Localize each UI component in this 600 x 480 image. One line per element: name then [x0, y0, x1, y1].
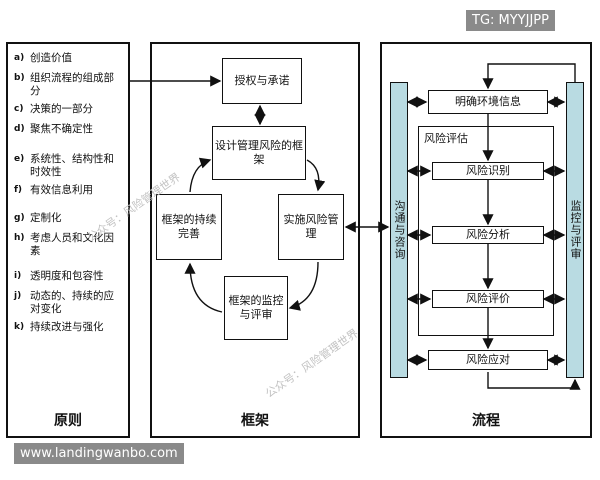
principle-text: 有效信息利用 — [30, 184, 93, 196]
risk-treatment-box: 风险应对 — [428, 350, 548, 370]
principle-text: 持续改进与强化 — [30, 321, 104, 333]
principle-text: 透明度和包容性 — [30, 270, 104, 282]
principle-key: k) — [14, 322, 25, 332]
implement-risk-management-box: 实施风险管理 — [278, 194, 344, 260]
principle-item: c) 决策的一部分 — [14, 103, 126, 116]
mandate-commitment-box: 授权与承诺 — [222, 58, 302, 104]
monitoring-review-label: 监控与评审 — [569, 200, 582, 260]
principle-key: a) — [14, 53, 25, 63]
process-title: 流程 — [472, 413, 500, 429]
monitor-review-framework-box: 框架的监控与评审 — [224, 276, 288, 340]
principle-key: i) — [14, 271, 22, 281]
monitoring-review-bar: 监控与评审 — [566, 82, 584, 378]
principle-item: e) 系统性、结构性和时效性 — [14, 153, 126, 179]
implement-to-monitor-arrow — [288, 261, 319, 311]
bottom-loop-line — [487, 372, 581, 390]
principle-text: 系统性、结构性和时效性 — [30, 153, 114, 178]
principle-text: 组织流程的组成部分 — [30, 72, 114, 97]
principle-key: c) — [14, 104, 24, 114]
design-to-implement-arrow — [306, 159, 326, 192]
design-framework-box: 设计管理风险的框架 — [212, 126, 306, 180]
principle-item: b) 组织流程的组成部分 — [14, 72, 126, 98]
framework-title: 框架 — [241, 413, 269, 429]
principle-key: g) — [14, 213, 25, 223]
principles-title: 原则 — [54, 413, 82, 429]
improve-to-design-arrow — [189, 157, 212, 193]
principle-key: e) — [14, 154, 25, 164]
principle-key: d) — [14, 124, 25, 134]
principle-text: 定制化 — [30, 212, 62, 224]
principle-item: j) 动态的、持续的应对变化 — [14, 290, 126, 316]
principle-item: f) 有效信息利用 — [14, 184, 126, 197]
principle-item: g) 定制化 — [14, 212, 126, 225]
principle-item: i) 透明度和包容性 — [14, 270, 126, 283]
principle-text: 考虑人员和文化因素 — [30, 232, 114, 257]
continual-improvement-box: 框架的持续完善 — [156, 194, 222, 260]
principle-item: k) 持续改进与强化 — [14, 321, 126, 334]
principle-item: h) 考虑人员和文化因素 — [14, 232, 126, 258]
monitor-to-improve-arrow — [184, 262, 223, 313]
principle-text: 创造价值 — [30, 52, 72, 64]
site-overlay-label: www.landingwanbo.com — [14, 443, 184, 464]
top-loop-line — [482, 63, 576, 90]
communication-consultation-label: 沟通与咨询 — [393, 200, 406, 260]
tg-overlay-label: TG: MYYJJPP — [466, 10, 555, 31]
principle-key: f) — [14, 185, 23, 195]
principle-key: b) — [14, 73, 25, 83]
establish-context-box: 明确环境信息 — [428, 90, 548, 114]
principle-text: 决策的一部分 — [30, 103, 93, 115]
principle-key: j) — [14, 291, 22, 301]
principle-text: 聚焦不确定性 — [30, 123, 93, 135]
risk-identification-box: 风险识别 — [432, 162, 544, 180]
principle-key: h) — [14, 233, 25, 243]
communication-links — [406, 96, 432, 366]
principle-item: a) 创造价值 — [14, 52, 126, 65]
monitoring-links — [542, 96, 566, 366]
principle-item: d) 聚焦不确定性 — [14, 123, 126, 136]
risk-evaluation-box: 风险评价 — [432, 290, 544, 308]
risk-assessment-label: 风险评估 — [424, 132, 468, 145]
risk-analysis-box: 风险分析 — [432, 226, 544, 244]
principle-text: 动态的、持续的应对变化 — [30, 290, 114, 315]
principles-panel — [6, 42, 130, 438]
